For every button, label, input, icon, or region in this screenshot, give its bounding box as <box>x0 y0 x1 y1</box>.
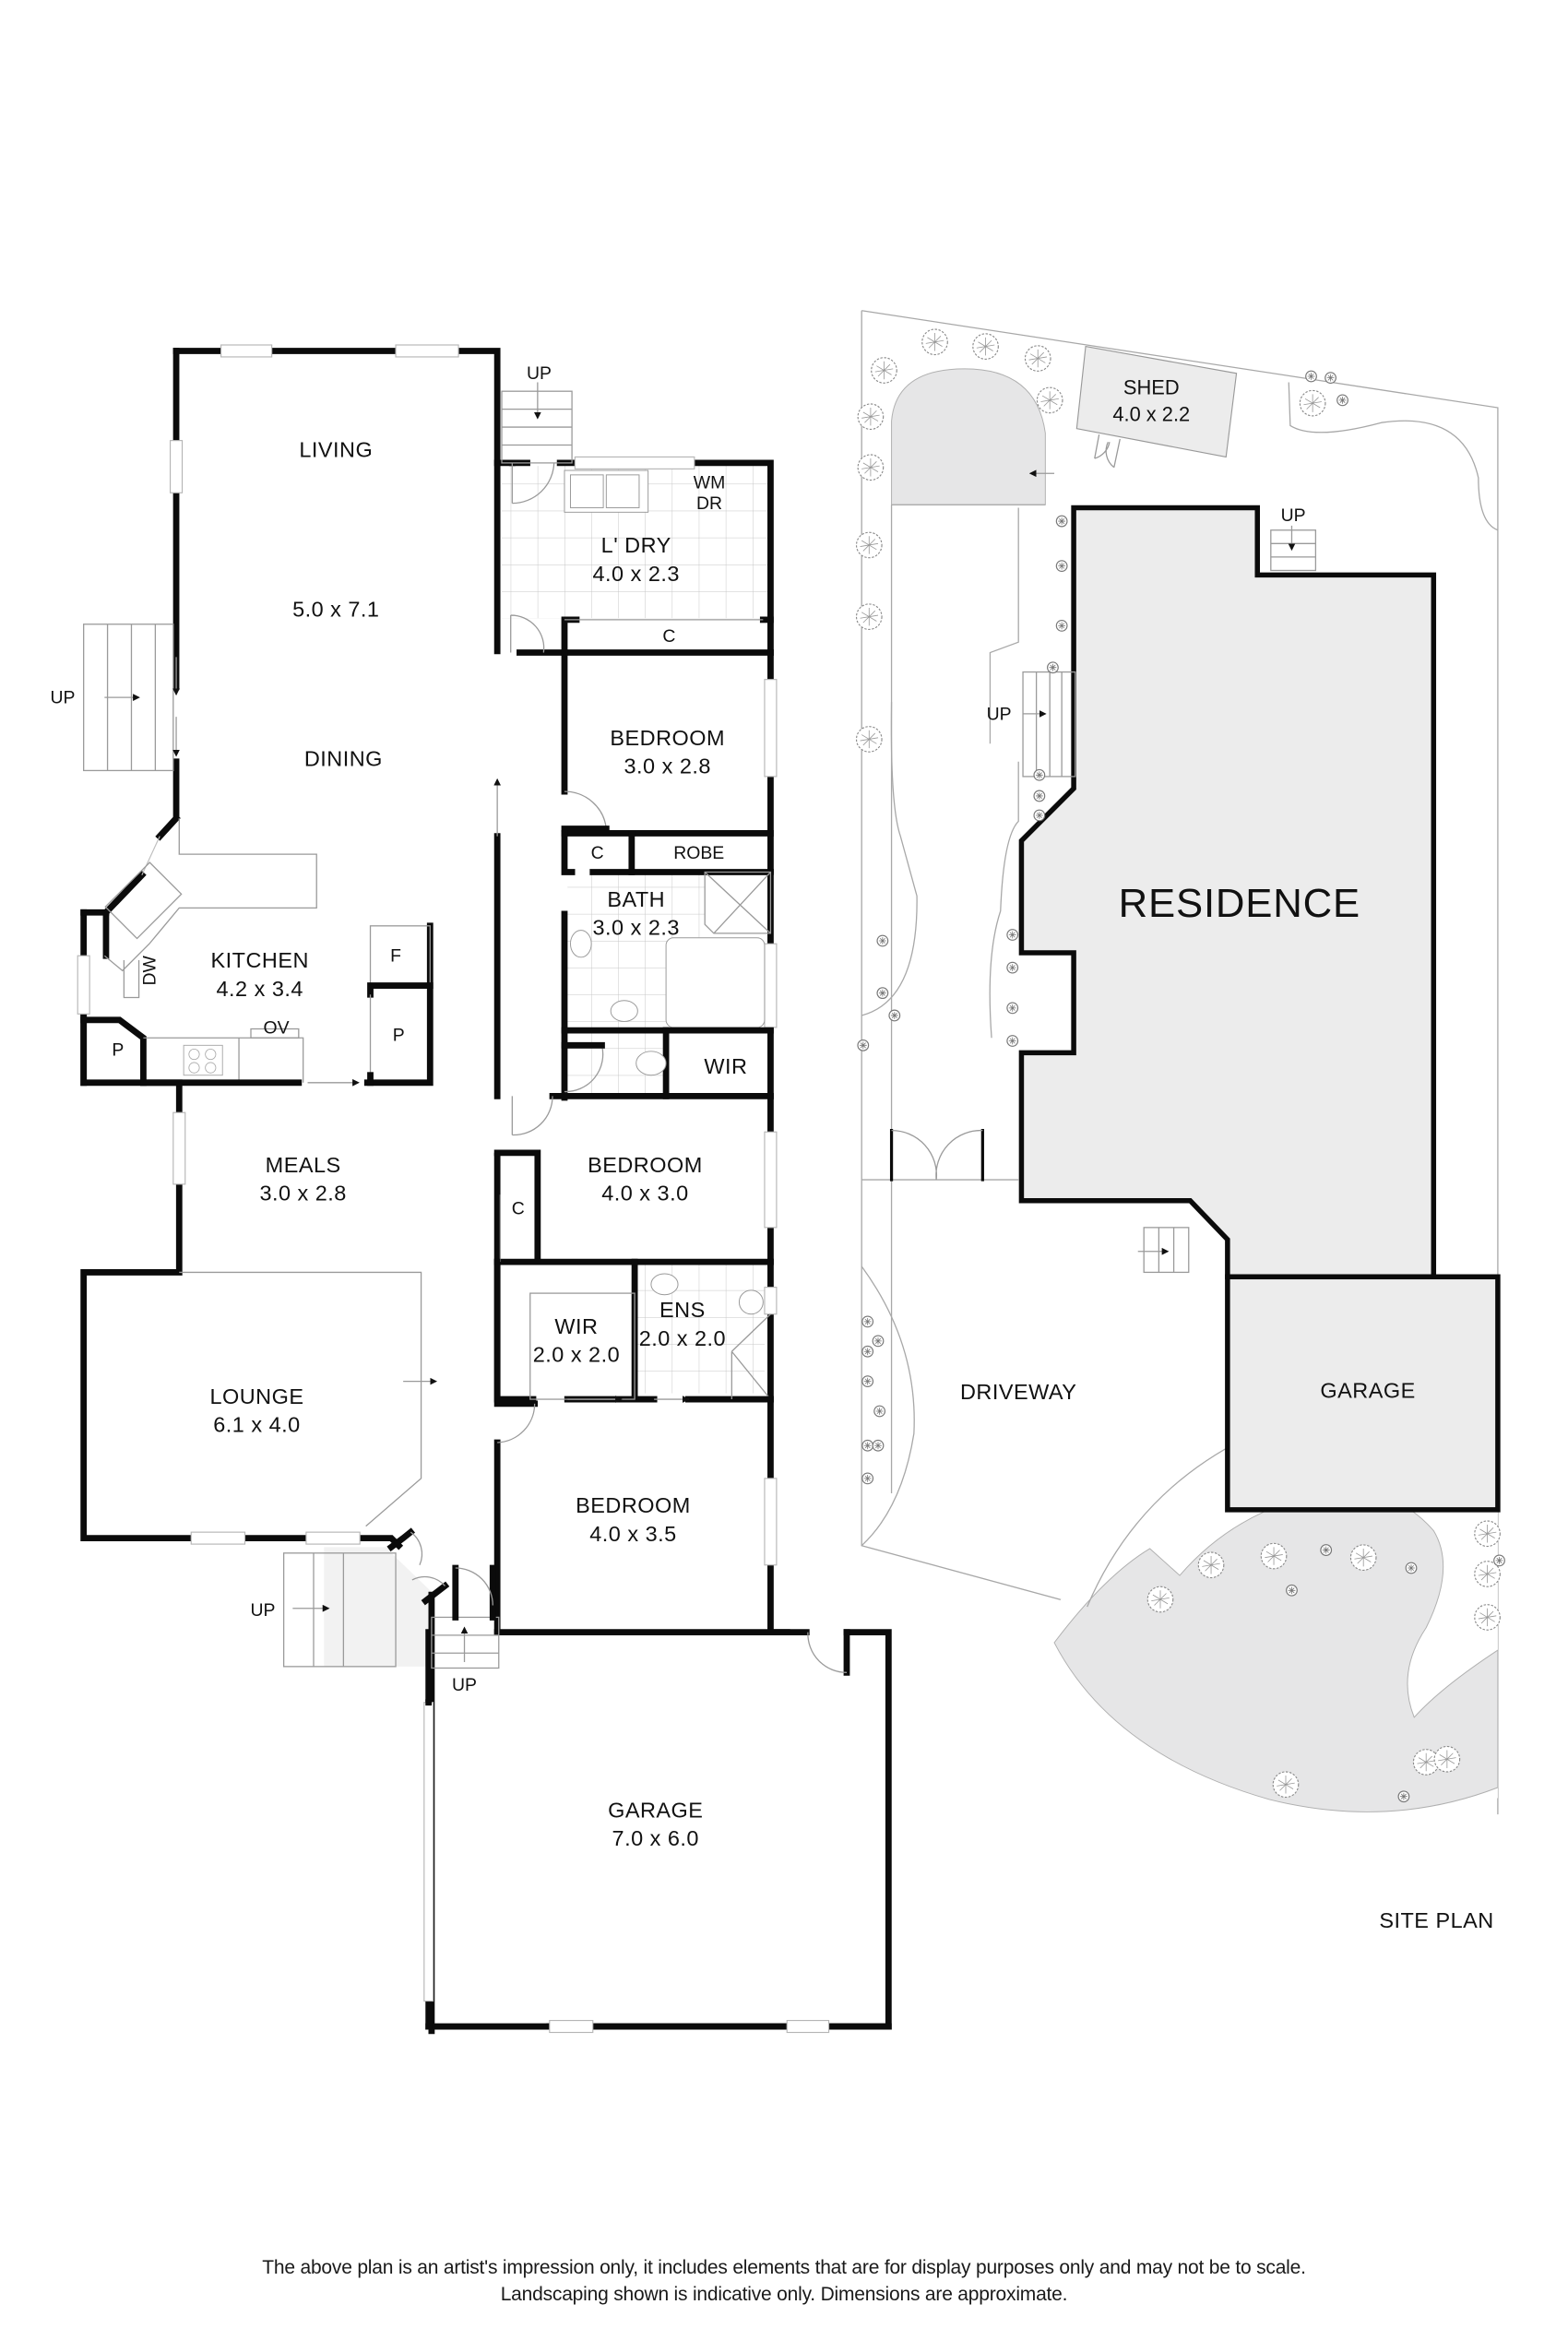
room-dining-name: DINING <box>304 747 383 771</box>
room-wir-master-dims: 2.0 x 2.0 <box>533 1343 620 1367</box>
main-floor-plan: LIVING 5.0 x 7.1 DINING UP WM DR L' DRY … <box>51 344 892 2035</box>
room-master-bedroom-dims: 4.0 x 3.5 <box>589 1522 676 1546</box>
room-bath-dims: 3.0 x 2.3 <box>593 916 680 940</box>
site-shed-dims: 4.0 x 2.2 <box>1112 403 1190 426</box>
stairs-laundry-up: UP <box>527 363 552 384</box>
room-master-bedroom-name: BEDROOM <box>576 1493 691 1517</box>
laundry-fixture-wm: WM <box>694 472 725 493</box>
stairs-garage-up: UP <box>452 1675 477 1695</box>
room-garage-name: GARAGE <box>608 1798 703 1822</box>
room-ensuite-name: ENS <box>659 1298 706 1322</box>
room-bedroom2-name: BEDROOM <box>610 726 725 750</box>
room-meals-name: MEALS <box>266 1153 341 1177</box>
room-ensuite-dims: 2.0 x 2.0 <box>639 1326 726 1350</box>
kitchen-pantry-right-label: P <box>393 1025 405 1045</box>
room-garage-dims: 7.0 x 6.0 <box>612 1826 699 1850</box>
room-bath-name: BATH <box>607 887 665 911</box>
stairs-entry-up: UP <box>250 1600 275 1621</box>
site-garage-label: GARAGE <box>1320 1378 1415 1402</box>
site-plan: SHED 4.0 x 2.2 UP UP RESIDENCE DRIVEWAY … <box>855 310 1505 1932</box>
kitchen-pantry-left-label: P <box>112 1040 124 1061</box>
disclaimer-line-1: The above plan is an artist's impression… <box>262 2257 1306 2278</box>
kitchen-oven-label: OV <box>264 1017 290 1038</box>
disclaimer-line-2: Landscaping shown is indicative only. Di… <box>500 2284 1068 2305</box>
site-stairs-side-up: UP <box>987 704 1012 724</box>
room-kitchen-name: KITCHEN <box>211 948 309 972</box>
site-stairs-rear-up: UP <box>1281 505 1306 526</box>
room-wir-small-name: WIR <box>704 1054 747 1078</box>
room-wir-master-name: WIR <box>554 1314 598 1338</box>
room-laundry-name: L' DRY <box>601 533 671 557</box>
laundry-cupboard-label: C <box>662 626 675 647</box>
room-bedroom3-dims: 4.0 x 3.0 <box>601 1182 688 1206</box>
kitchen-dishwasher-label: DW <box>139 956 160 986</box>
room-kitchen-dims: 4.2 x 3.4 <box>217 977 303 1001</box>
site-plan-title: SITE PLAN <box>1379 1908 1493 1932</box>
kitchen-fridge-label: F <box>390 946 401 967</box>
room-living-dims: 5.0 x 7.1 <box>292 598 379 622</box>
room-bedroom3-name: BEDROOM <box>588 1153 703 1177</box>
robe-label: ROBE <box>673 843 724 863</box>
room-meals-dims: 3.0 x 2.8 <box>259 1182 346 1206</box>
room-lounge-dims: 6.1 x 4.0 <box>213 1413 300 1437</box>
room-lounge-name: LOUNGE <box>209 1384 303 1408</box>
room-bedroom2-dims: 3.0 x 2.8 <box>624 754 711 778</box>
stairs-dining-up: UP <box>51 688 76 708</box>
laundry-fixture-dr: DR <box>696 493 722 514</box>
site-shed-name: SHED <box>1123 375 1180 398</box>
linen-cupboard-label: C <box>591 843 604 863</box>
hall-cupboard-label: C <box>512 1198 525 1218</box>
site-residence-label: RESIDENCE <box>1119 881 1360 926</box>
room-laundry-dims: 4.0 x 2.3 <box>593 562 680 586</box>
room-living-name: LIVING <box>299 437 373 461</box>
site-driveway-label: DRIVEWAY <box>960 1380 1076 1404</box>
